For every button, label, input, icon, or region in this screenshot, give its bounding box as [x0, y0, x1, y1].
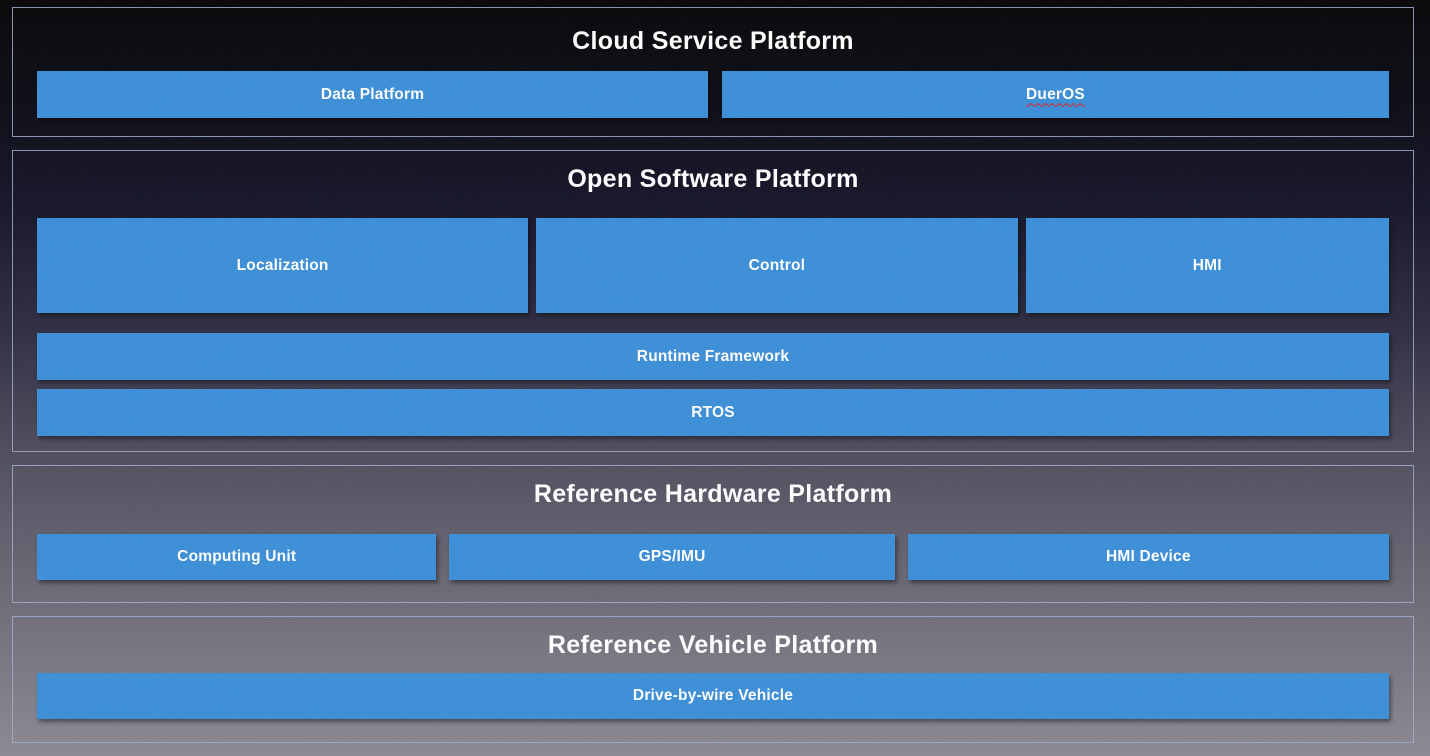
section-reference-hardware-platform: Reference Hardware Platform Computing Un… [12, 465, 1414, 603]
block-drive-by-wire-vehicle-label: Drive-by-wire Vehicle [632, 687, 794, 704]
rtos-row: RTOS [37, 389, 1389, 436]
block-computing-unit-label: Computing Unit [177, 548, 297, 565]
block-dueros: DuerOS [722, 71, 1389, 118]
vehicle-boxes-row: Drive-by-wire Vehicle [37, 673, 1389, 719]
block-hmi-label: HMI [1192, 256, 1222, 274]
block-control: Control [536, 218, 1018, 313]
block-drive-by-wire-vehicle: Drive-by-wire Vehicle [37, 673, 1389, 719]
software-modules-row: Localization Control HMI [37, 218, 1389, 313]
block-gps-imu: GPS/IMU [449, 534, 895, 580]
block-control-label: Control [748, 256, 806, 274]
block-dueros-label: DuerOS [1026, 85, 1085, 103]
section-title-cloud-service-platform: Cloud Service Platform [572, 27, 854, 55]
block-localization: Localization [37, 218, 529, 313]
section-title-open-software-platform: Open Software Platform [567, 165, 859, 193]
block-rtos: RTOS [37, 389, 1389, 436]
block-computing-unit: Computing Unit [37, 534, 437, 580]
block-hmi-device-label: HMI Device [1106, 548, 1191, 565]
block-runtime-framework: Runtime Framework [37, 333, 1389, 380]
section-open-software-platform: Open Software Platform Localization Cont… [12, 150, 1414, 452]
hardware-boxes-row: Computing Unit GPS/IMU HMI Device [37, 534, 1389, 580]
block-gps-imu-label: GPS/IMU [638, 548, 706, 565]
block-hmi-device: HMI Device [907, 534, 1389, 580]
cloud-boxes-row: Data Platform DuerOS [37, 71, 1389, 118]
block-rtos-label: RTOS [691, 403, 735, 421]
section-title-reference-hardware-platform: Reference Hardware Platform [533, 480, 893, 508]
section-reference-vehicle-platform: Reference Vehicle Platform Drive-by-wire… [12, 616, 1414, 743]
block-data-platform-label: Data Platform [320, 85, 425, 103]
block-data-platform: Data Platform [37, 71, 708, 118]
section-cloud-service-platform: Cloud Service Platform Data Platform Due… [12, 7, 1414, 137]
block-hmi: HMI [1025, 218, 1389, 313]
runtime-framework-row: Runtime Framework [37, 333, 1389, 380]
section-title-reference-vehicle-platform: Reference Vehicle Platform [547, 631, 879, 659]
block-localization-label: Localization [236, 256, 329, 274]
block-runtime-framework-label: Runtime Framework [636, 347, 790, 365]
